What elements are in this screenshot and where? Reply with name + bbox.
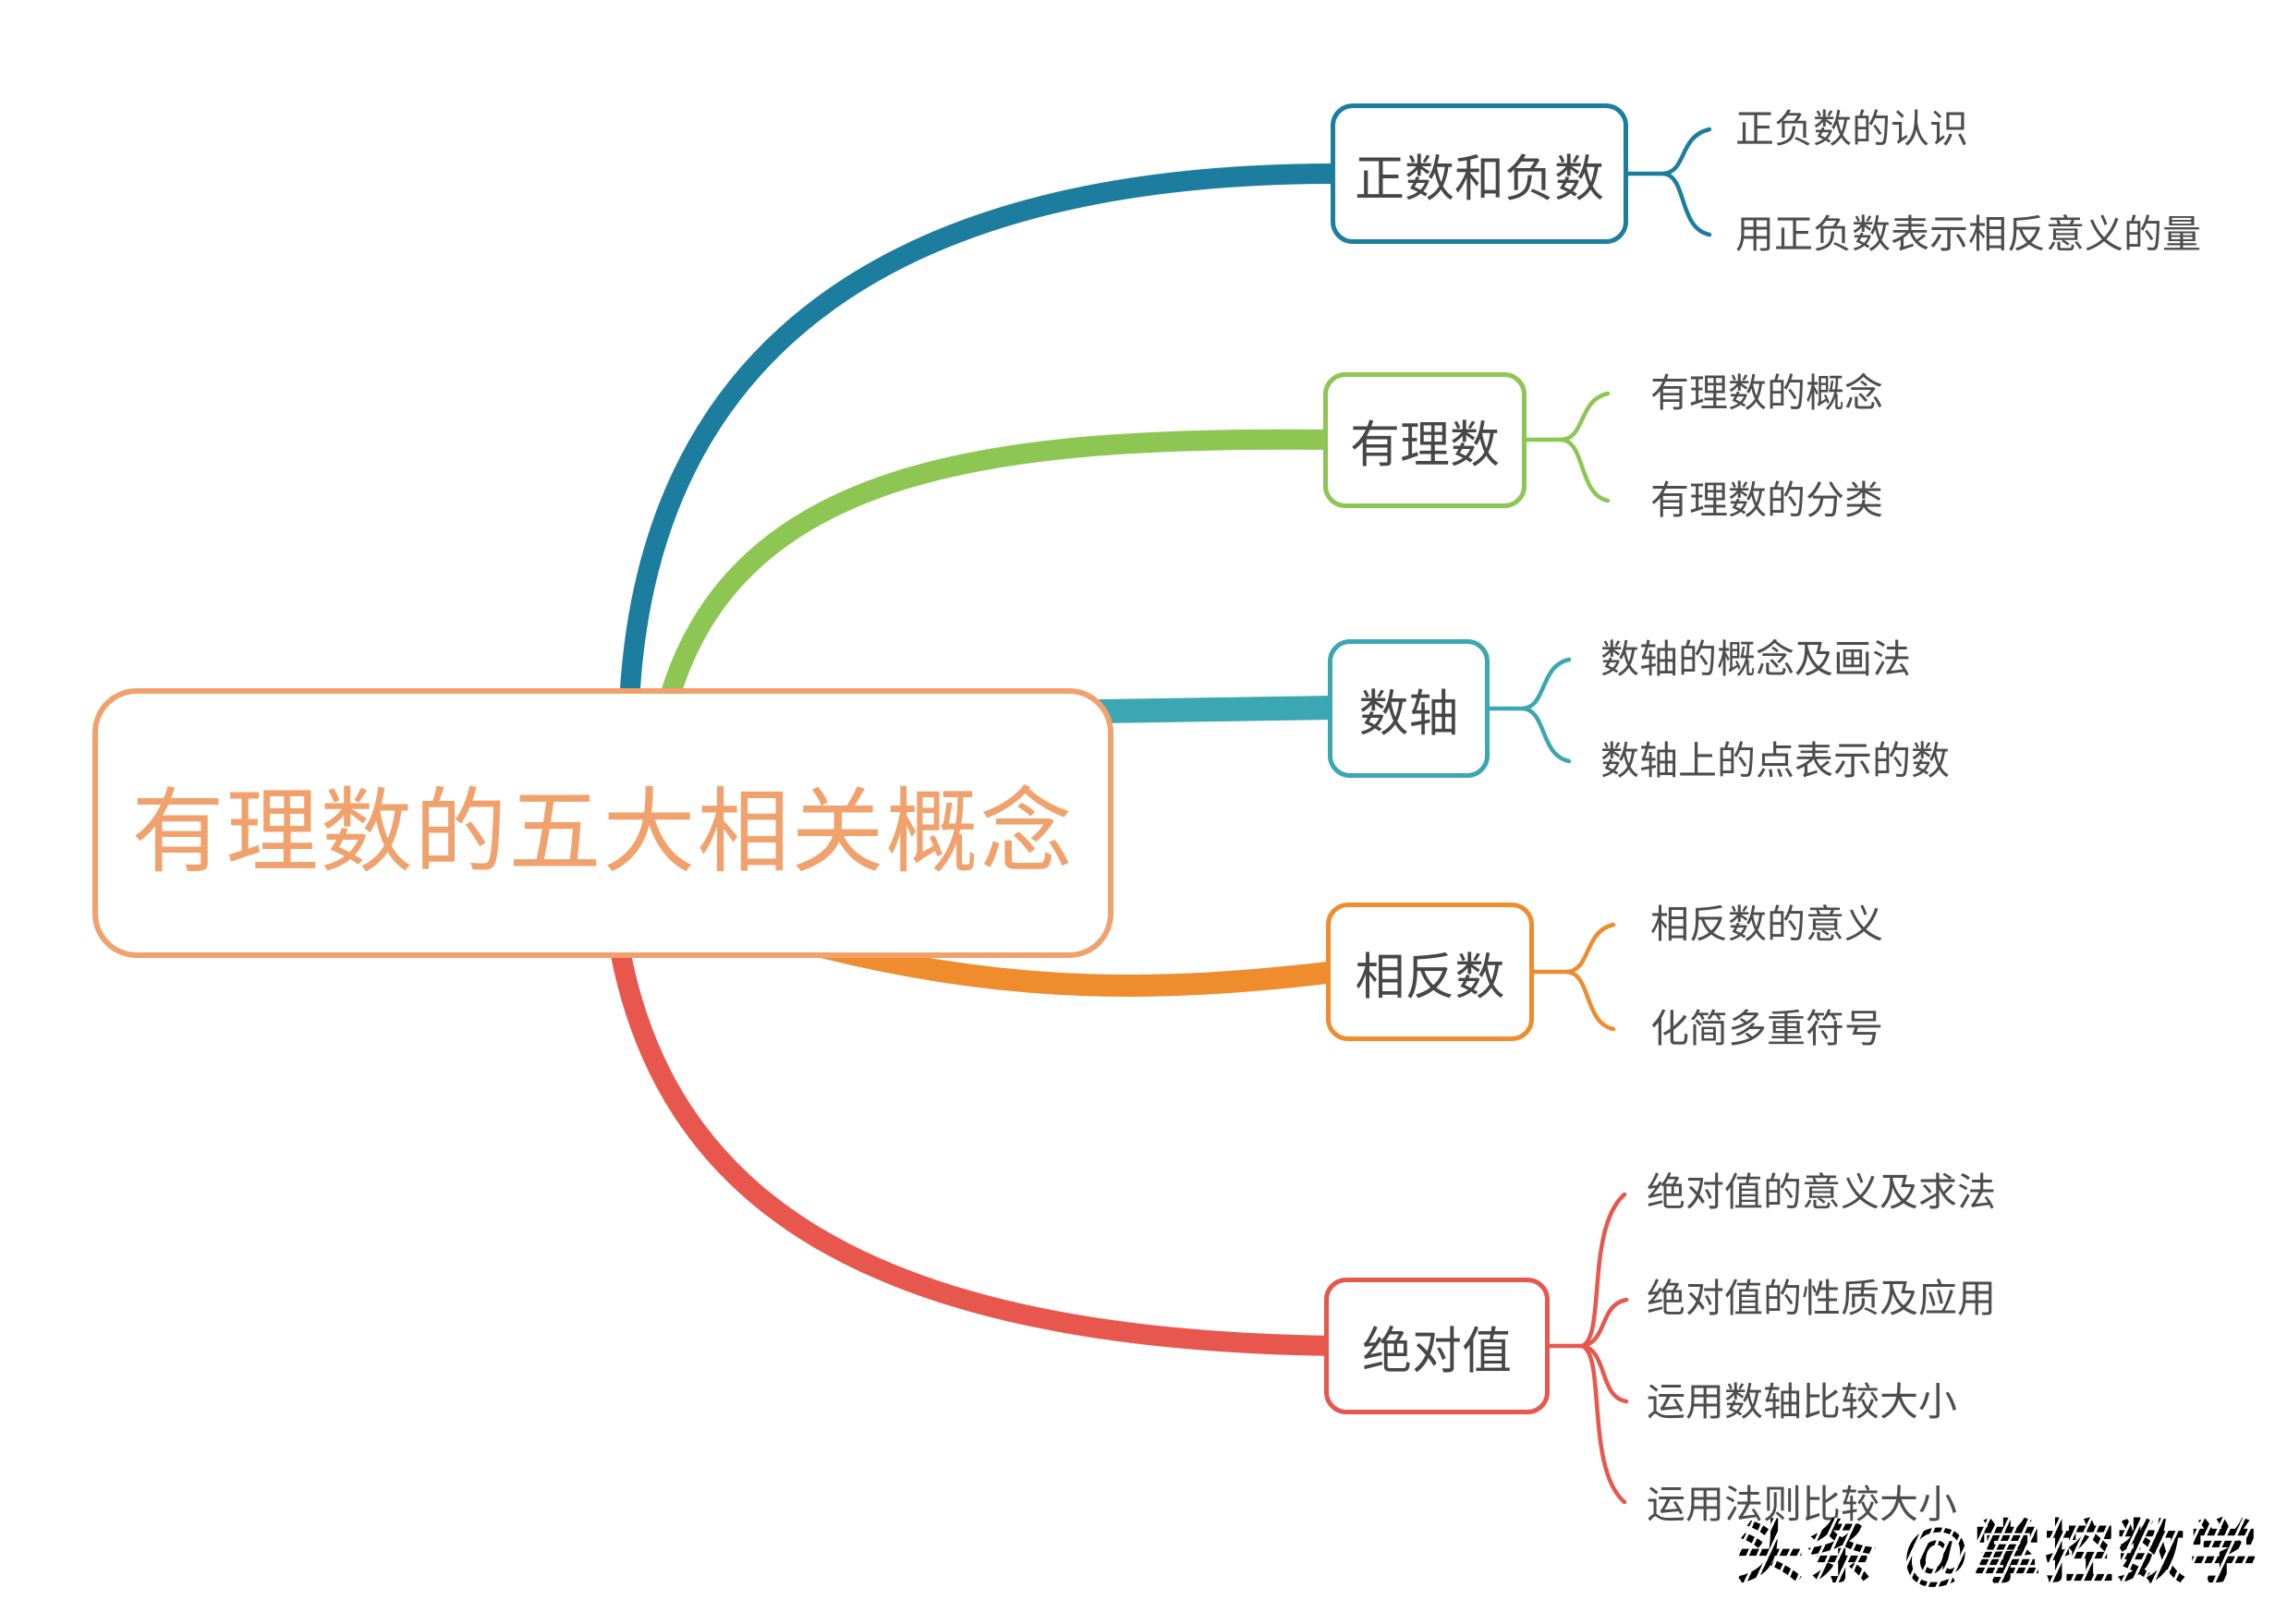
brace-curve-opposite-number-0 [1564,922,1616,975]
subtopic-opposite-number-1[interactable]: 化简多重符号 [1650,1007,1884,1050]
branch-node-positive-negative[interactable]: 正数和负数 [1331,103,1628,244]
subtopic-absolute-value-3[interactable]: 运用法则比较大小 [1647,1476,1957,1533]
subtopic-opposite-number-0[interactable]: 相反数的意义 [1650,903,1884,946]
subtopic-absolute-value-2[interactable]: 运用数轴比较大小 [1647,1380,1958,1424]
branch-curve-positive-negative [617,163,1352,758]
branch-label: 绝对值 [1362,1323,1512,1379]
watermark-toutiao: 头条 @掌控数学 [1735,1497,2261,1596]
brace-curve-opposite-number-1 [1564,969,1616,1032]
subtopic-positive-negative-1[interactable]: 用正负数表示相反意义的量 [1735,212,2202,256]
subtopic-rational-number-0[interactable]: 有理数的概念 [1650,371,1884,415]
subtopic-number-axis-1[interactable]: 数轴上的点表示的数 [1600,739,1951,782]
branch-node-absolute-value[interactable]: 绝对值 [1324,1278,1550,1414]
branch-label: 数轴 [1358,685,1459,742]
brace-curve-rational-number-0 [1559,391,1611,442]
central-topic-label: 有理数的五大相关概念 [131,780,1075,884]
brace-curve-absolute-value-2 [1579,1343,1629,1404]
subtopic-absolute-value-0[interactable]: 绝对值的意义及求法 [1647,1170,1997,1214]
branch-label: 正数和负数 [1355,151,1604,207]
branch-curve-absolute-value [607,925,1345,1356]
branch-label: 有理数 [1350,418,1500,473]
brace-curve-absolute-value-1 [1579,1297,1629,1349]
branch-node-rational-number[interactable]: 有理数 [1323,372,1527,508]
brace-curve-number-axis-0 [1520,657,1572,711]
branch-curve-number-axis [1088,696,1347,723]
branch-node-opposite-number[interactable]: 相反数 [1326,903,1534,1041]
branch-curve-rational-number [648,429,1345,758]
branch-label: 相反数 [1355,949,1505,1005]
branch-node-number-axis[interactable]: 数轴 [1328,639,1490,778]
central-topic[interactable]: 有理数的五大相关概念 [92,688,1113,958]
brace-curve-absolute-value-0 [1579,1192,1627,1349]
subtopic-absolute-value-1[interactable]: 绝对值的性质及应用 [1647,1277,1997,1320]
brace-curve-absolute-value-3 [1579,1343,1627,1505]
subtopic-number-axis-0[interactable]: 数轴的概念及画法 [1600,637,1912,681]
brace-curve-positive-negative-0 [1661,127,1712,176]
brace-curve-rational-number-1 [1559,437,1611,503]
subtopic-rational-number-1[interactable]: 有理数的分类 [1650,479,1884,522]
brace-curve-number-axis-1 [1520,706,1572,764]
branch-curve-opposite-number [793,931,1346,997]
subtopic-positive-negative-0[interactable]: 正负数的认识 [1735,107,1969,151]
brace-curve-positive-negative-1 [1661,171,1712,237]
